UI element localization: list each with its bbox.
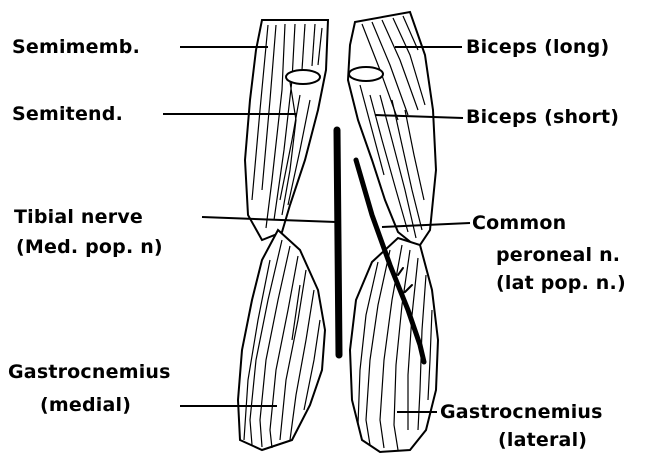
label-common-peroneal-name: peroneal n. — [496, 244, 620, 266]
label-semimembranosus: Semimemb. — [12, 36, 140, 58]
gastrocnemius-medial-head — [238, 230, 325, 450]
label-gastrocnemius-lateral: Gastrocnemius — [440, 401, 603, 423]
label-tibial-nerve: Tibial nerve — [14, 206, 143, 228]
label-biceps-short: Biceps (short) — [466, 106, 619, 128]
label-gastrocnemius-medial: Gastrocnemius — [8, 361, 171, 383]
label-tibial-nerve-alt: (Med. pop. n) — [16, 236, 163, 258]
label-common-peroneal: Common — [472, 212, 566, 234]
label-biceps-long: Biceps (long) — [466, 36, 609, 58]
label-gastrocnemius-medial-head: (medial) — [40, 394, 131, 416]
medial-hamstrings — [245, 20, 328, 240]
biceps-tendon-cut — [349, 67, 383, 81]
label-common-peroneal-alt: (lat pop. n.) — [496, 272, 626, 294]
label-semitendinosus: Semitend. — [12, 103, 123, 125]
label-gastrocnemius-lateral-head: (lateral) — [498, 429, 587, 451]
semimembranosus-tendon-cut — [286, 70, 320, 84]
tibial-nerve — [337, 130, 339, 355]
